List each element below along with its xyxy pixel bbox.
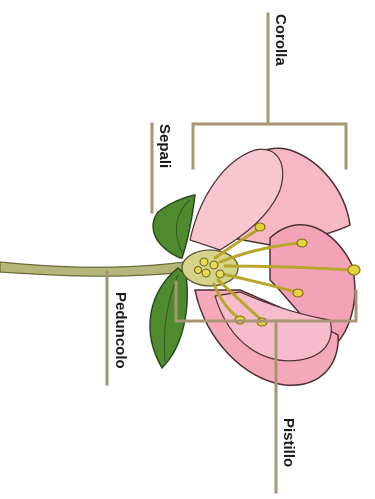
stem-shape bbox=[0, 262, 187, 276]
label-peduncolo: Peduncolo bbox=[113, 292, 128, 369]
label-corolla: Corolla bbox=[273, 14, 288, 66]
sepal-lower bbox=[150, 268, 187, 368]
label-sepali: Sepali bbox=[157, 124, 172, 168]
sepal-upper bbox=[153, 195, 195, 258]
receptacle bbox=[182, 250, 238, 286]
label-pistillo: Pistillo bbox=[281, 418, 296, 467]
